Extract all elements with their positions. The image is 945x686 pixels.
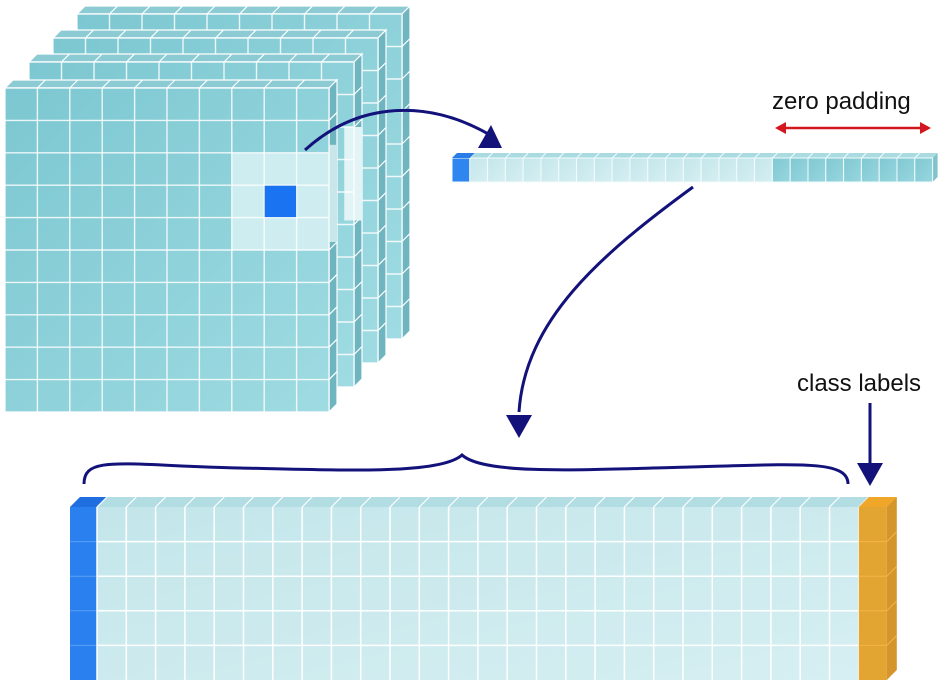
feature-map-stack: [3, 4, 412, 414]
padding-cell: [878, 157, 898, 183]
feature-map-4: [3, 78, 339, 414]
class-labels-label: class labels: [797, 370, 922, 397]
center-pixel: [264, 185, 297, 218]
vector-cell: [576, 157, 595, 183]
vector-cell: [647, 157, 667, 183]
class-label-column: [858, 507, 887, 680]
vector-cell: [682, 157, 702, 183]
arrow-to-vector: [303, 108, 491, 152]
vector-cell: [504, 157, 524, 183]
flattened-vector: [451, 152, 938, 183]
vector-cell: [611, 157, 631, 183]
padding-cell: [914, 157, 934, 183]
padding-cell: [807, 157, 827, 183]
vector-cell: [718, 157, 738, 183]
vector-cell: [469, 157, 489, 183]
curly-brace: [82, 452, 850, 485]
arrows: [82, 108, 931, 486]
training-matrix: [70, 496, 898, 680]
padding-cell: [771, 157, 791, 183]
padding-cell: [825, 157, 845, 183]
vector-cell: [736, 157, 756, 183]
vector-cell: [558, 157, 578, 183]
arrow-head-icon: [506, 415, 532, 438]
padding-cell: [860, 157, 880, 183]
vector-cell: [629, 157, 649, 183]
vector-cell: [700, 157, 720, 183]
arrow-right-icon: [920, 122, 931, 134]
vector-lead-cell: [451, 157, 471, 183]
padding-cell: [843, 157, 862, 183]
arrow-to-matrix: [517, 185, 694, 413]
padding-cell: [789, 157, 809, 183]
zero-padding-label: zero padding: [772, 88, 911, 115]
vector-cell: [665, 157, 684, 183]
first-column: [70, 507, 97, 680]
padding-cell: [896, 157, 916, 183]
vector-cell: [522, 157, 542, 183]
arrow-head-icon: [478, 125, 502, 148]
vector-cell: [540, 157, 560, 183]
vector-cell: [754, 157, 773, 183]
vector-cell: [593, 157, 613, 183]
arrow-head-icon: [857, 463, 883, 486]
vector-cell: [487, 157, 506, 183]
arrow-left-icon: [775, 122, 786, 134]
